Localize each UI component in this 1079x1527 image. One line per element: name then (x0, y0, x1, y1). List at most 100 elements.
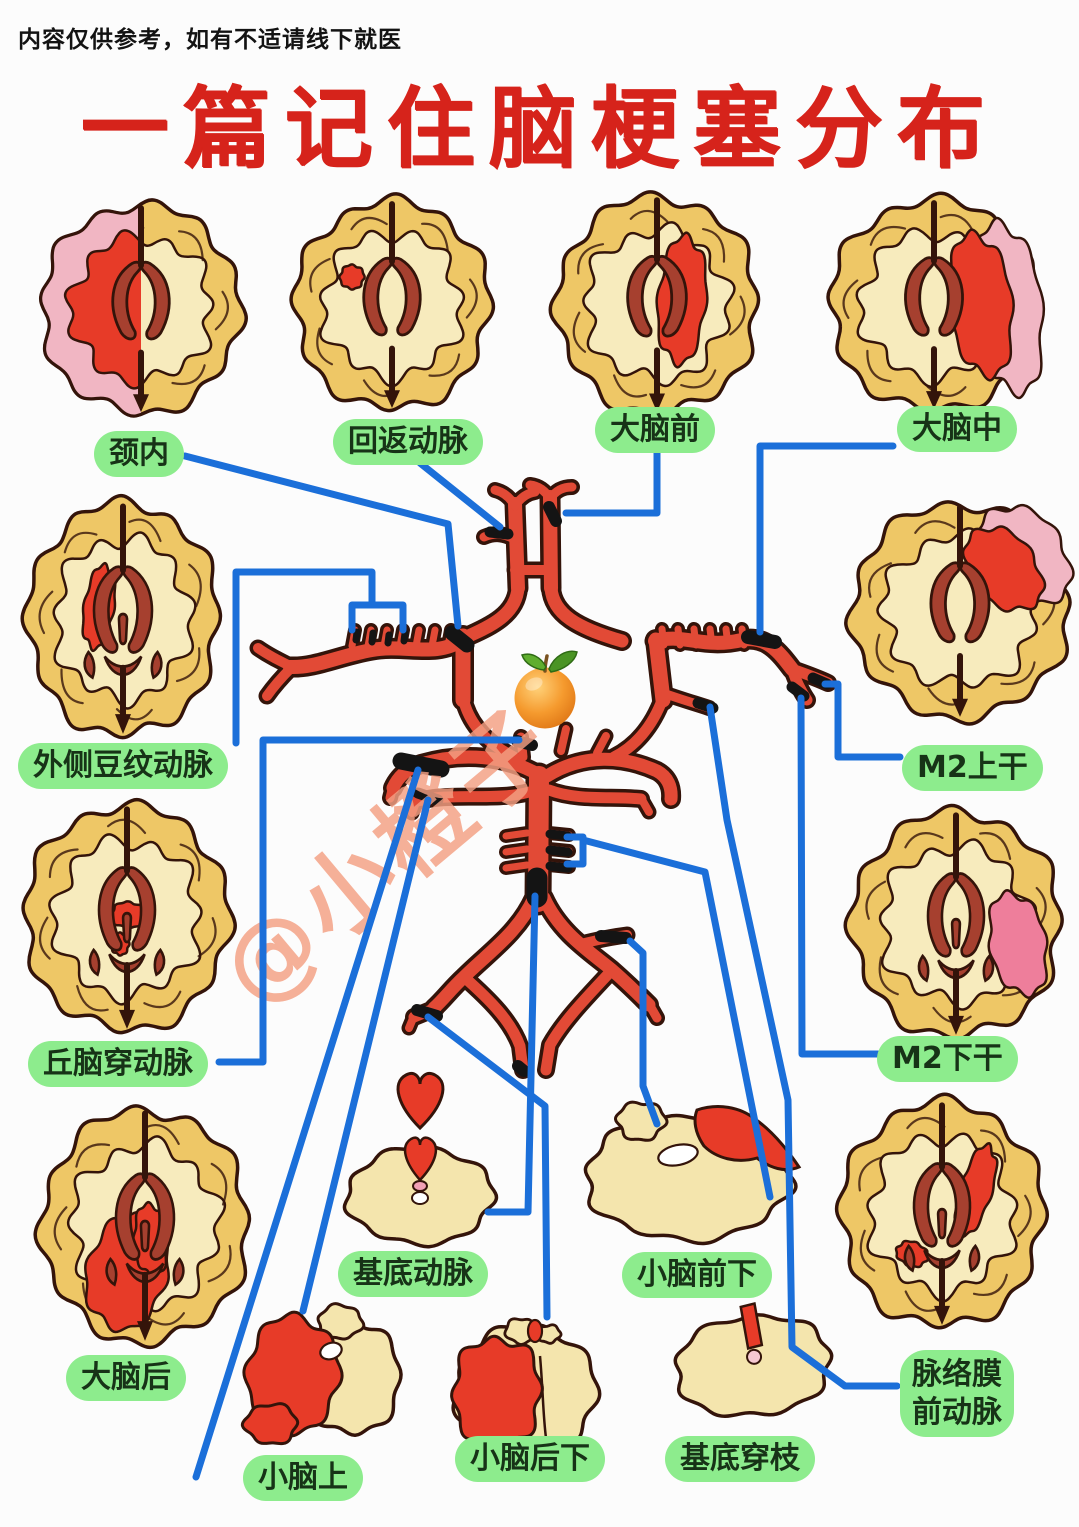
connector-line (563, 833, 587, 868)
clot-mark (444, 625, 475, 653)
label-basilar-artery: 基底动脉 (338, 1251, 488, 1297)
sulcus-line (859, 1229, 876, 1272)
infarct-region (987, 889, 1049, 999)
connector-line (416, 459, 504, 531)
sulcus-line (214, 290, 229, 331)
midline-arrow (133, 394, 149, 412)
clot-mark (786, 681, 810, 702)
connector-line (821, 680, 904, 761)
sulcus-line (178, 230, 204, 262)
label-superior-cerebellar: 小脑上 (243, 1455, 363, 1501)
brain-m2-superior (844, 500, 1075, 726)
sulcus-line (972, 1273, 1008, 1296)
connector-line (424, 1013, 551, 1321)
midline-slit (538, 1355, 548, 1439)
sulcus-line (316, 327, 334, 366)
connector-line (299, 796, 432, 1315)
orange-leaf (548, 650, 578, 673)
heart-icon (396, 1071, 445, 1131)
sulcus-line (878, 956, 899, 996)
midline-arrow (115, 714, 131, 734)
label-middle-cerebral: 大脑中 (897, 406, 1017, 452)
orange-highlight (525, 677, 543, 691)
sulcus-line (75, 1143, 111, 1168)
brain-lateral-lenticulostriate (20, 493, 223, 740)
sulcus-line (175, 647, 201, 683)
sulcus-line (350, 216, 388, 231)
clot-mark (368, 629, 377, 646)
sulcus-line (428, 353, 461, 377)
sulcus-line (866, 349, 892, 383)
sulcus-line (38, 916, 51, 960)
aqueduct-hole (411, 1191, 429, 1205)
infarct-region (739, 1301, 764, 1350)
sulcus-line (145, 1312, 185, 1326)
label-anterior-cerebral: 大脑前 (595, 407, 715, 453)
brain-recurrent-artery (289, 192, 496, 413)
connector-line (626, 937, 661, 1128)
connector-line (797, 694, 882, 1058)
pink-nub (746, 1348, 763, 1365)
clot-mark (392, 752, 450, 778)
midline-arrow (137, 1321, 153, 1341)
sulcus-line (1017, 1194, 1032, 1238)
sulcus-line (702, 228, 726, 263)
sulcus-line (38, 590, 54, 635)
clot-mark (484, 526, 514, 540)
sulcus-line (868, 562, 892, 598)
label-posterior-cerebral: 大脑后 (66, 1355, 186, 1401)
label-m2-superior-trunk: M2上干 (902, 745, 1043, 791)
sulcus-line (179, 843, 201, 882)
label-internal-carotid: 颈内 (94, 431, 184, 477)
sulcus-line (207, 1244, 232, 1283)
sulcus-line (143, 990, 182, 1009)
brain-anterior-cerebral (548, 190, 761, 419)
midline-arrow (649, 393, 665, 412)
sulcus-line (128, 518, 162, 543)
sulcus-line (577, 243, 605, 275)
sulcus-line (904, 832, 944, 849)
fourth-ventricle-hole (319, 1341, 343, 1361)
sulcus-line (465, 278, 478, 319)
infarct-region (526, 1318, 544, 1344)
connector-line (706, 703, 901, 1390)
label-thalamoperforating: 丘脑穿动脉 (28, 1041, 208, 1087)
connector-lines-layer (181, 442, 904, 1481)
sulcus-line (188, 563, 202, 608)
infarct-region (450, 1334, 544, 1450)
sulcus-line (680, 369, 717, 389)
clot-mark (400, 629, 409, 645)
sulcus-line (171, 364, 206, 386)
artery-vessels (253, 480, 834, 1076)
brain-posterior-cerebral-ventricles (105, 1172, 185, 1287)
fourth-ventricle-hole (657, 1143, 699, 1167)
clot-mark (545, 845, 573, 857)
sulcus-line (60, 668, 84, 705)
page-title: 一篇记住脑梗塞分布 (80, 77, 999, 180)
brain-internal-carotid (38, 198, 248, 418)
midline-arrow (926, 391, 942, 409)
infarct-red-hemisphere (63, 229, 141, 390)
sulcus-line (613, 374, 648, 398)
connector-line (232, 568, 376, 747)
sulcus-line (63, 531, 98, 554)
vermis-nub (316, 1302, 366, 1341)
sulcus-line (197, 917, 217, 958)
label-recurrent-artery: 回返动脉 (333, 419, 483, 465)
sulcus-line (869, 225, 907, 246)
sulcus-line (875, 633, 895, 673)
disclaimer-text: 内容仅供参考，如有不适请线下就医 (18, 27, 402, 53)
orange-fruit-icon (514, 650, 578, 729)
label-pica: 小脑后下 (455, 1436, 605, 1482)
sulcus-line (421, 222, 449, 252)
connector-line (348, 601, 407, 634)
connector-line (562, 448, 661, 517)
brain-thalamoperforating (21, 797, 237, 1035)
orange-fruit-body (514, 667, 576, 729)
sulcus-line (629, 209, 669, 223)
label-anterior-choroidal: 脉络膜 前动脉 (900, 1350, 1014, 1437)
brain-recurrent-artery-ventricles (362, 256, 422, 337)
connector-line (579, 836, 774, 1201)
connector-line (756, 442, 897, 636)
